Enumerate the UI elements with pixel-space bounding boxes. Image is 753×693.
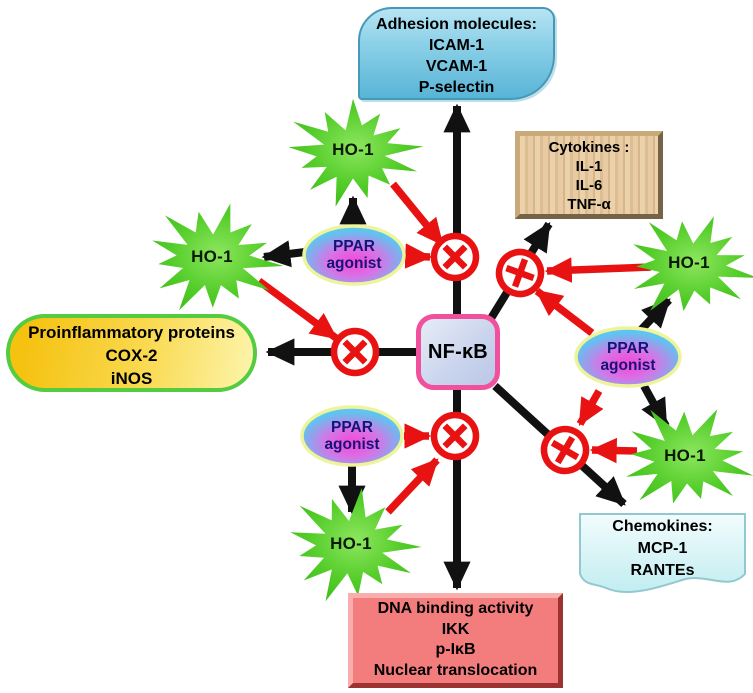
- red-arrow-ppar-to-inhibit1: [404, 243, 433, 269]
- chemokines-line: RANTEs: [630, 562, 695, 579]
- arrow-ppar-to-ho1-left: [261, 240, 306, 268]
- chemokines-wave-shape: [579, 513, 746, 594]
- inhibition-symbol-1: [430, 232, 480, 282]
- red-arrow-ho1top-to-inhibit1: [390, 181, 445, 247]
- ho1-starburst-top: [288, 98, 424, 207]
- ppar-ellipse-left: [302, 224, 406, 286]
- inhibition-symbol-2: [495, 248, 545, 298]
- adhesion-line: ICAM-1: [428, 37, 485, 54]
- ppar-word1: PPAR: [333, 238, 375, 255]
- chemokines-box: Chemokines: MCP-1 RANTEs: [580, 516, 745, 586]
- proinflammatory-proteins-box: Proinflammatory proteins COX-2 iNOS: [6, 314, 257, 392]
- ho1-label-left: HO-1: [191, 247, 233, 266]
- dna-line: DNA binding activity: [377, 600, 534, 617]
- adhesion-molecules-box: Adhesion molecules: ICAM-1 VCAM-1 P-sele…: [358, 7, 555, 100]
- chemokines-title: Chemokines:: [612, 518, 713, 535]
- ppar-word1: PPAR: [331, 419, 373, 436]
- ho1-star-shape: [288, 98, 424, 207]
- nfkb-node: NF-κB: [416, 314, 500, 390]
- proinflammatory-title: Proinflammatory proteins: [28, 323, 235, 342]
- arrow-ppar-to-ho1-upper-right: [637, 297, 672, 334]
- red-arrow-ho1bottom-to-inhibit4: [385, 457, 440, 515]
- ho1-label-upper-right: HO-1: [668, 253, 710, 272]
- red-arrow-ho1lower-to-inhibit5: [589, 437, 638, 464]
- red-arrow-ho1left-to-inhibit3: [256, 277, 339, 342]
- proinflammatory-line: COX-2: [105, 346, 158, 365]
- dna-line: IKK: [441, 620, 470, 638]
- cytokines-line: TNF-α: [567, 196, 611, 213]
- ho1-star-shape: [290, 487, 422, 602]
- inhibition-symbol-3: [330, 327, 380, 377]
- ppar-label-bottom: PPAR agonist: [324, 419, 379, 453]
- ppar-word2: agonist: [326, 255, 382, 272]
- adhesion-title: Adhesion molecules:: [376, 16, 537, 33]
- ho1-starburst-left: [152, 203, 284, 311]
- ppar-word1: PPAR: [607, 340, 649, 357]
- ho1-label-bottom: HO-1: [330, 534, 372, 553]
- ppar-ellipse-right: [574, 326, 682, 388]
- cytokines-line: IL-6: [575, 177, 603, 194]
- red-arrow-ho1upper-to-inhibit2: [544, 257, 652, 283]
- ho1-starburst-lower-right: [626, 409, 753, 504]
- adhesion-line: VCAM-1: [425, 58, 488, 75]
- nfkb-label: NF-κB: [428, 340, 488, 363]
- ho1-starburst-bottom: [290, 487, 422, 602]
- ho1-starburst-upper-right: [633, 216, 753, 312]
- proinflammatory-line: iNOS: [110, 369, 153, 388]
- ppar-word2: agonist: [324, 436, 380, 453]
- adhesion-line: P-selectin: [418, 79, 495, 96]
- red-arrow-ppar-to-inhibit5: [576, 389, 604, 426]
- ho1-star-shape: [152, 203, 284, 311]
- ppar-label-left: PPAR agonist: [326, 238, 381, 272]
- ho1-star-shape: [626, 409, 753, 504]
- chemokines-box-shape: [579, 513, 746, 594]
- ho1-star-shape: [633, 216, 753, 312]
- ppar-label-right: PPAR agonist: [600, 340, 655, 374]
- cytokines-line: IL-1: [575, 158, 603, 175]
- inhibition-symbol-4: [430, 411, 480, 461]
- red-arrow-ppar-to-inhibit2: [534, 288, 595, 336]
- ho1-label-lower-right: HO-1: [664, 446, 706, 465]
- ho1-label-top: HO-1: [332, 140, 374, 159]
- ppar-ellipse-bottom: [300, 405, 404, 467]
- red-inhibition-arrows: [256, 181, 652, 515]
- dna-line: Nuclear translocation: [373, 661, 538, 679]
- dna-effects-box: DNA binding activity IKK p-IκB Nuclear t…: [348, 593, 563, 688]
- cytokines-title: Cytokines :: [548, 139, 630, 156]
- ppar-word2: agonist: [600, 357, 656, 374]
- inhibition-symbol-5: [540, 425, 590, 475]
- cytokines-box: Cytokines : IL-1 IL-6 TNF-α: [515, 131, 663, 219]
- ppar-ellipses: [300, 224, 682, 467]
- chemokines-line: MCP-1: [637, 540, 688, 557]
- arrow-ppar-to-ho1-lower-right: [640, 384, 670, 429]
- inhibition-symbols: [330, 232, 590, 475]
- dna-line: p-IκB: [435, 641, 476, 658]
